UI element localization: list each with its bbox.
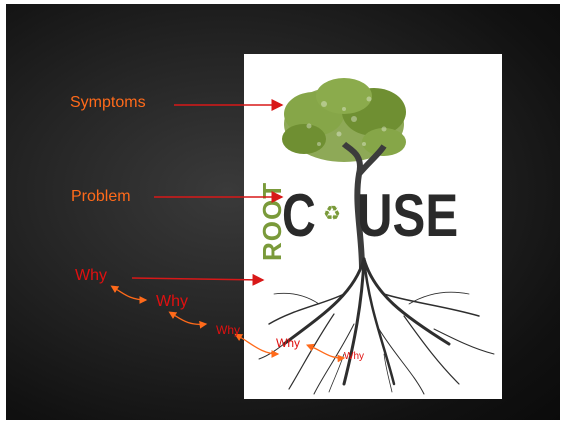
- why-connector-2: [168, 311, 208, 329]
- why-connector-4: [305, 343, 346, 363]
- recycle-icon: ♻: [323, 203, 341, 225]
- cause-word-c: C: [282, 182, 316, 249]
- label-why-1: Why: [75, 267, 107, 284]
- why-connector-1: [110, 285, 148, 304]
- label-symptoms: Symptoms: [70, 94, 146, 111]
- label-why-3: Why: [216, 323, 240, 337]
- label-why-2: Why: [156, 293, 188, 310]
- why-connector-3: [234, 333, 280, 358]
- label-why-5: Why: [344, 351, 364, 362]
- arrows-layer: [110, 99, 346, 363]
- tree-illustration: [258, 78, 495, 395]
- tree-trunk: [341, 141, 387, 270]
- tree-canopy: [282, 78, 406, 162]
- slide: ROOT C ♻ USE Symptoms Problem Why Why: [6, 4, 560, 420]
- label-problem: Problem: [71, 188, 131, 205]
- cause-word-use: USE: [357, 182, 459, 249]
- root-cause-poster: ROOT C ♻ USE: [244, 54, 502, 399]
- label-why-4: Why: [276, 336, 300, 350]
- arrow-why: [131, 273, 265, 286]
